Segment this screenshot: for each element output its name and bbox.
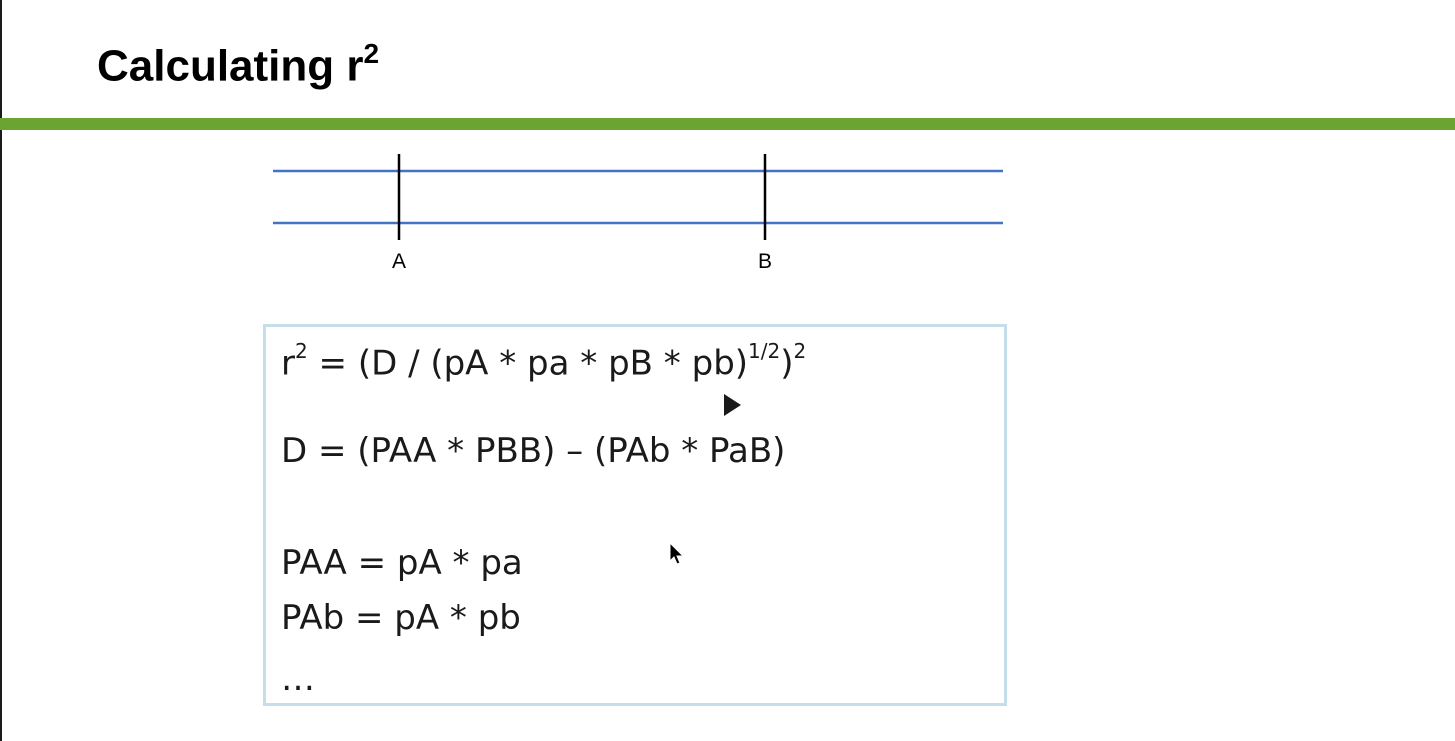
r2-lhs-exponent: 2 [294,339,308,363]
window-edge [0,0,2,741]
formula-ellipsis: … [281,659,315,699]
play-icon[interactable] [724,394,741,416]
r2-outer-exponent: 2 [793,339,807,363]
mouse-pointer-icon [669,542,685,565]
d-formula: D = (PAA * PBB) – (PAb * PaB) [281,431,786,471]
slide-title-superscript: 2 [363,38,380,69]
pab-formula: PAb = pA * pb [281,598,521,638]
r2-lhs: r [281,343,295,384]
chromosome-diagram: A B [273,154,1003,273]
r2-close-paren: ) [780,343,794,384]
formula-box: r2 = (D / (pA * pa * pB * pb)1/2)2 D = (… [263,324,1007,706]
r2-formula: r2 = (D / (pA * pa * pB * pb)1/2)2 [281,333,806,385]
locus-b-label: B [758,250,772,273]
locus-a-label: A [392,250,406,273]
paa-formula: PAA = pA * pa [281,543,523,583]
r2-inner-exponent: 1/2 [748,339,781,363]
title-divider-bar [0,118,1455,130]
r2-body: = (D / (pA * pa * pB * pb) [307,343,749,384]
slide-title: Calculating r2 [97,24,379,99]
slide-title-text: Calculating r [97,41,364,91]
